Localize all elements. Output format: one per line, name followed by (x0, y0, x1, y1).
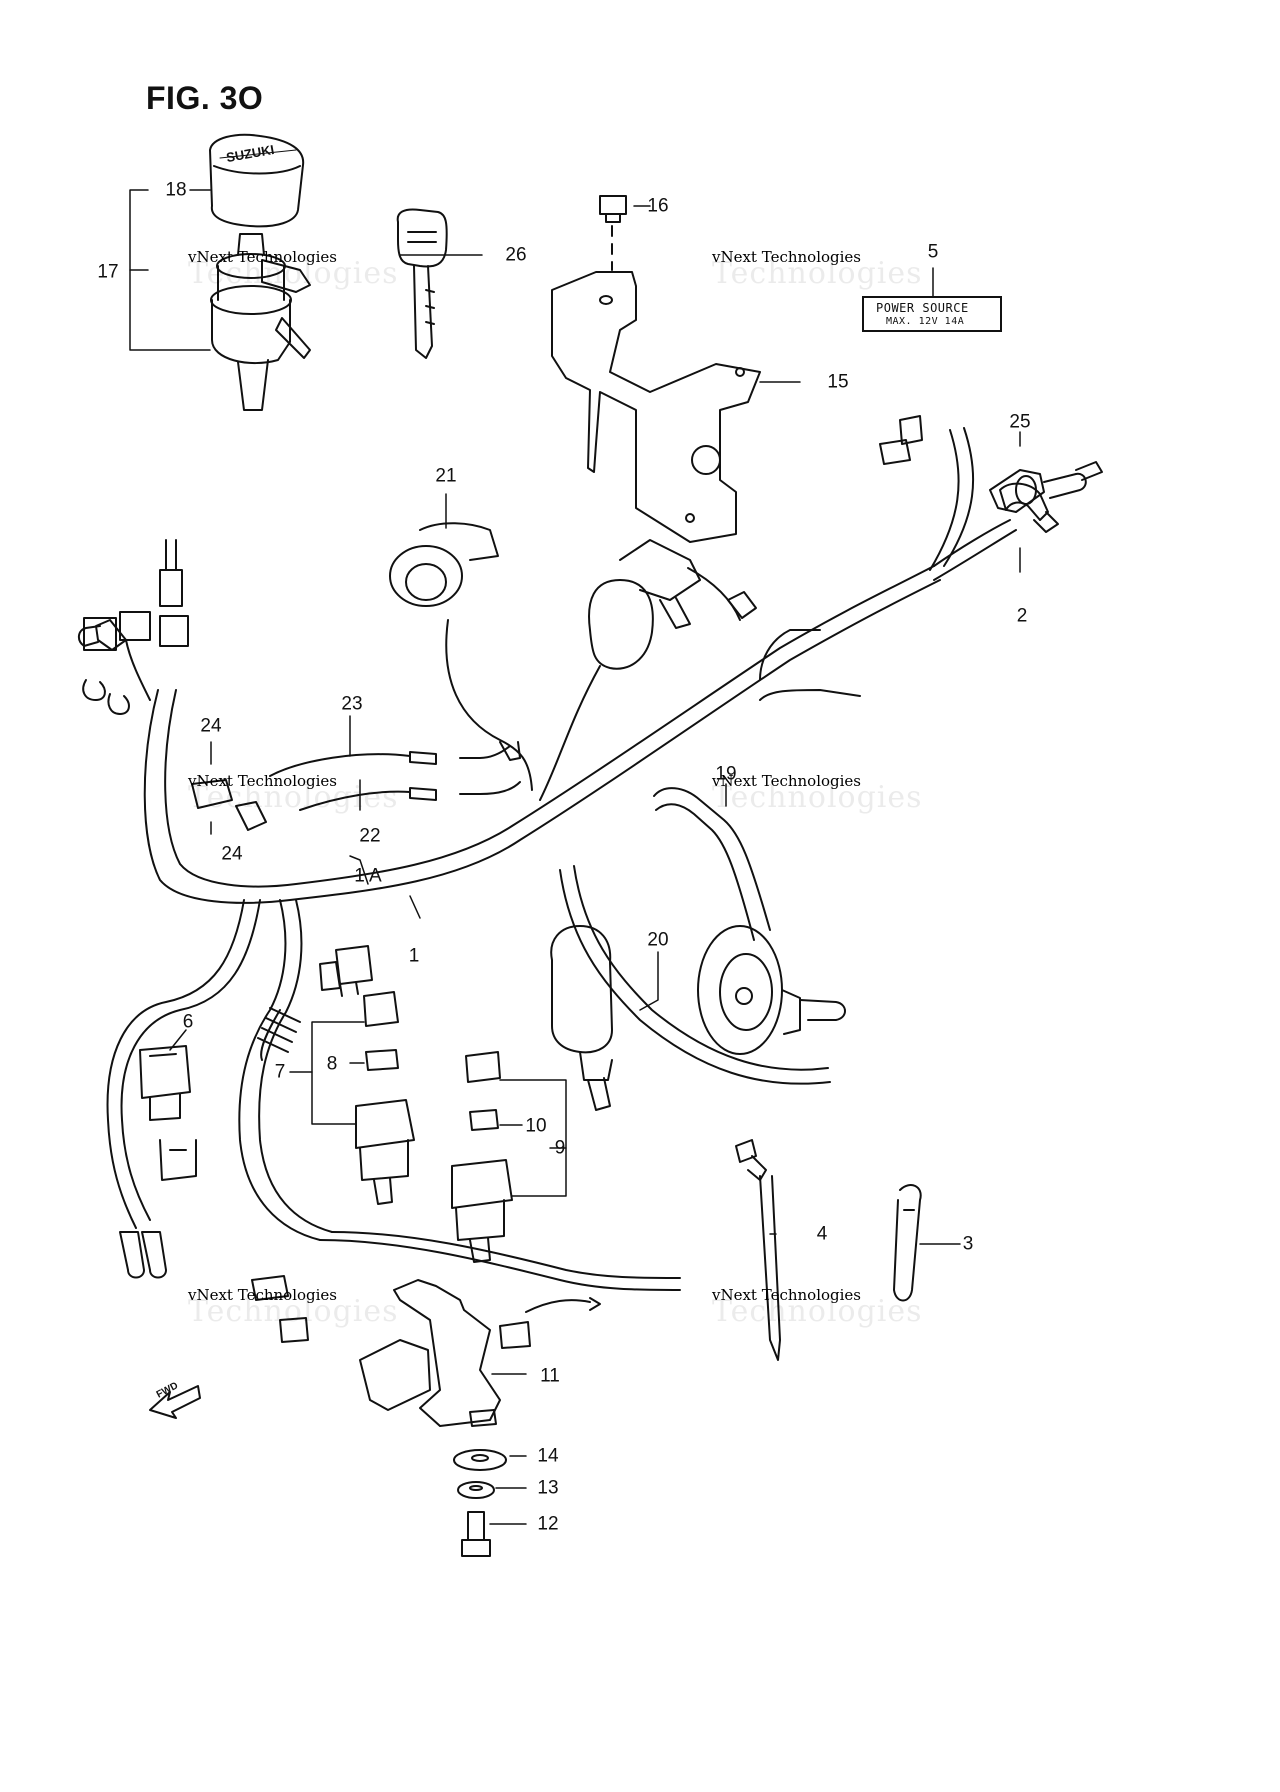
fuse-holder-caps (191, 779, 267, 831)
callout-25: 25 (1009, 411, 1031, 433)
callout-23: 23 (341, 693, 363, 715)
callout-24-bottom: 24 (221, 843, 243, 865)
callout-5: 5 (927, 241, 939, 263)
callout-24-top: 24 (200, 715, 222, 737)
callout-26: 26 (505, 244, 527, 266)
lower-bracket (359, 1279, 507, 1557)
callout-2: 2 (1016, 605, 1028, 627)
horn-assembly (559, 787, 846, 1085)
lower-connectors (119, 1231, 601, 1349)
callout-18: 18 (165, 179, 187, 201)
callout-20: 20 (647, 929, 669, 951)
power-source-label: POWER SOURCE MAX. 12V 14A (862, 296, 1002, 332)
callout-21: 21 (435, 465, 457, 487)
key-head-mark (219, 149, 297, 159)
callout-1: 1 (408, 945, 420, 967)
callout-6: 6 (182, 1011, 194, 1033)
starter-switch (389, 522, 533, 791)
callout-9: 9 (554, 1137, 566, 1159)
power-source-line2: MAX. 12V 14A (886, 316, 965, 327)
turn-signal-relay (319, 945, 373, 997)
callout-19: 19 (715, 763, 737, 785)
wire-clamp (879, 415, 1103, 533)
callout-8: 8 (326, 1053, 338, 1075)
callout-1a: 1 A (354, 865, 382, 887)
connector-cluster (82, 539, 189, 715)
callout-22: 22 (359, 825, 381, 847)
figure-title: FIG. 3O (146, 80, 264, 116)
mounting-bracket (551, 195, 761, 543)
cable-ties (735, 1139, 922, 1361)
callout-10: 10 (525, 1115, 547, 1137)
ignition-key (396, 208, 448, 359)
callout-12: 12 (537, 1513, 559, 1535)
callout-14: 14 (537, 1445, 559, 1467)
callout-4: 4 (816, 1223, 828, 1245)
power-source-line1: POWER SOURCE (876, 301, 969, 315)
callout-11: 11 (540, 1365, 560, 1387)
leader-lines (129, 189, 1021, 1525)
forward-arrow (149, 1385, 201, 1419)
callout-15: 15 (827, 371, 849, 393)
terminal-leads (269, 745, 521, 811)
main-harness (78, 427, 1017, 1291)
callout-13: 13 (537, 1477, 559, 1499)
callout-17: 17 (97, 261, 119, 283)
fuse-box-assemblies (355, 991, 513, 1263)
signal-relay (539, 539, 757, 801)
callout-7: 7 (274, 1061, 286, 1083)
ignition-switch (209, 133, 311, 411)
lower-coil (550, 925, 613, 1111)
callout-3: 3 (962, 1233, 974, 1255)
starter-relay (139, 1045, 197, 1181)
callout-16: 16 (647, 195, 669, 217)
